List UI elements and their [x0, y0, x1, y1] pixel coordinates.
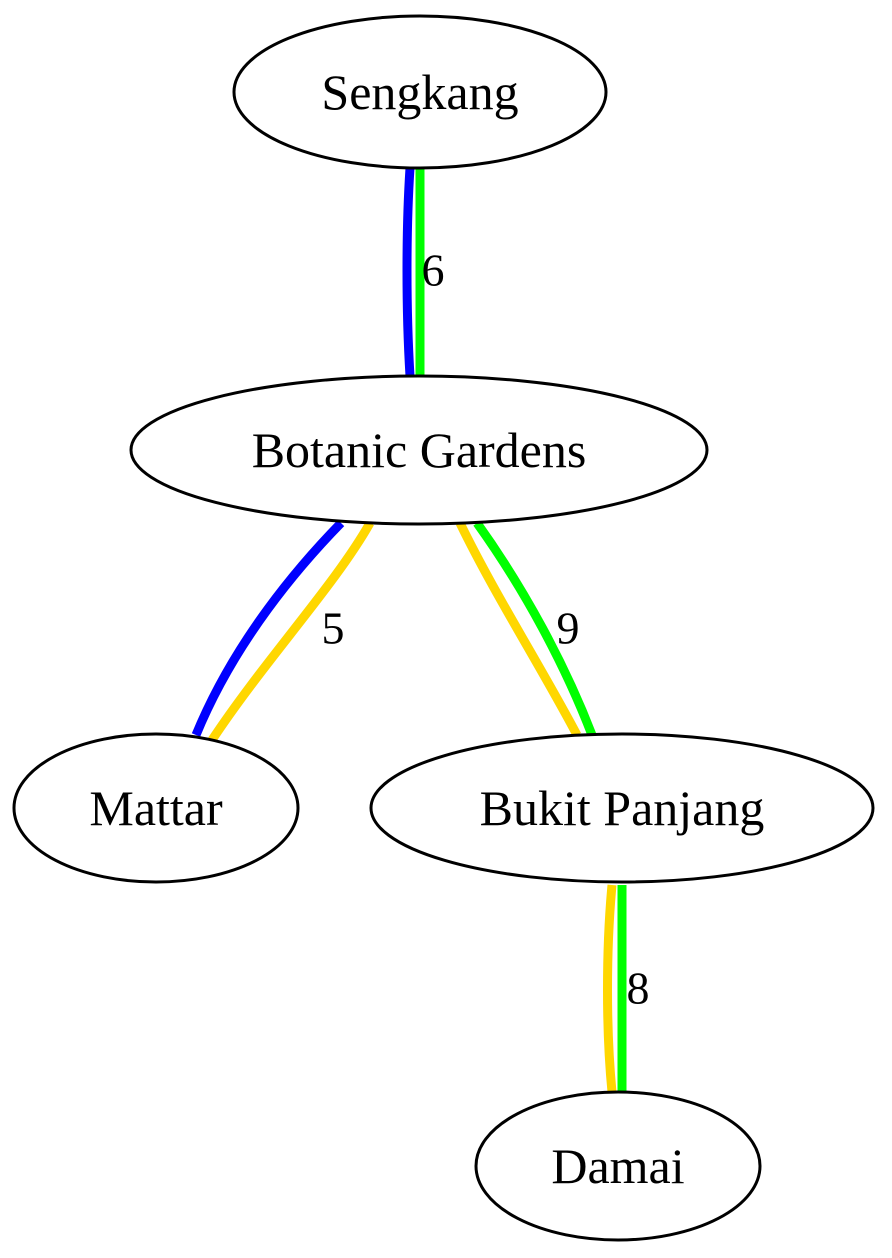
edge-botanic-bukit: 9 [455, 520, 597, 738]
node-label: Botanic Gardens [252, 422, 587, 478]
node-ellipse [129, 374, 709, 526]
edge-label-weight: 9 [557, 603, 580, 654]
edge-line-gold [208, 520, 374, 743]
edge-sengkang-botanic: 6 [402, 167, 445, 377]
edge-label-weight: 8 [627, 963, 650, 1014]
node-ellipse [232, 14, 608, 170]
node-mattar: Mattar [12, 732, 300, 884]
edge-line-gold [455, 521, 581, 738]
edge-bukit-damai: 8 [603, 884, 650, 1093]
node-ellipse [474, 1090, 762, 1242]
node-ellipse [12, 732, 300, 884]
edge-botanic-mattar: 5 [191, 519, 374, 743]
edge-line-blue [191, 519, 345, 737]
node-ellipse [369, 732, 875, 884]
edge-line-green [473, 520, 597, 737]
node-botanic-gardens: Botanic Gardens [129, 374, 709, 526]
node-label: Bukit Panjang [480, 780, 765, 836]
node-damai: Damai [474, 1090, 762, 1242]
edge-line-gold [603, 884, 617, 1093]
node-label: Mattar [89, 780, 223, 836]
node-bukit-panjang: Bukit Panjang [369, 732, 875, 884]
edge-label-weight: 5 [322, 603, 345, 654]
edge-line-blue [402, 167, 415, 377]
node-label: Sengkang [321, 64, 518, 120]
node-sengkang: Sengkang [232, 14, 608, 170]
node-label: Damai [551, 1138, 684, 1194]
edge-label-weight: 6 [422, 245, 445, 296]
